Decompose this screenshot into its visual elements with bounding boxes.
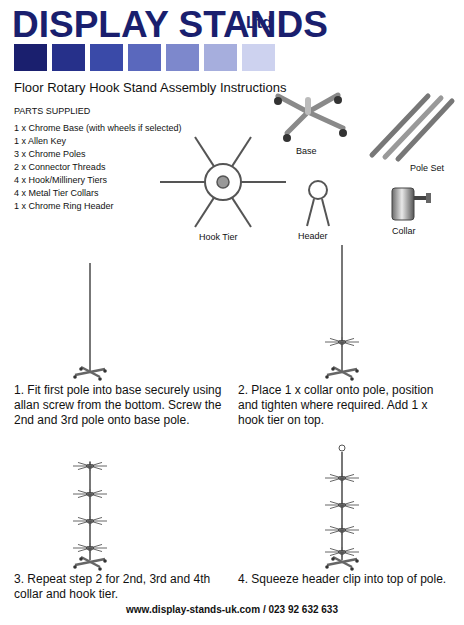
hook-tier-figure <box>160 137 286 227</box>
part-line: 4 x Metal Tier Collars <box>14 188 184 199</box>
base-figure <box>274 95 347 142</box>
step-text: 3. Repeat step 2 for 2nd, 3rd and 4th co… <box>14 572 219 602</box>
part-line: 3 x Chrome Poles <box>14 149 184 160</box>
step-text: 1. Fit first pole into base securely usi… <box>14 383 226 428</box>
part-name: Pole Set <box>410 163 460 174</box>
logo-name: DISPLAY STANDS <box>12 2 252 48</box>
logo-suffix: Ltd <box>246 12 286 33</box>
part-line: 1 x Chrome Base (with wheels if selected… <box>14 123 184 134</box>
step-text: 4. Squeeze header clip into top of pole. <box>238 572 448 587</box>
part-line: 1 x Chrome Ring Header <box>14 201 184 212</box>
part-line: 2 x Connector Threads <box>14 162 184 173</box>
collar-figure <box>392 188 431 220</box>
footer-contact: www.display-stands-uk.com / 023 92 632 6… <box>0 604 464 617</box>
part-line: 1 x Allen Key <box>14 136 184 147</box>
part-name: Hook Tier <box>199 232 259 243</box>
pole-set-figure <box>372 96 452 159</box>
part-name: Base <box>296 146 336 157</box>
part-name: Header <box>298 231 343 242</box>
part-line: 4 x Hook/Millinery Tiers <box>14 175 184 186</box>
page-title: Floor Rotary Hook Stand Assembly Instruc… <box>14 80 286 96</box>
step-text: 2. Place 1 x collar onto pole, position … <box>238 383 452 428</box>
header-figure <box>307 181 329 226</box>
section-heading: PARTS SUPPLIED <box>14 106 214 117</box>
part-name: Collar <box>392 226 437 237</box>
logo-squares <box>14 44 275 71</box>
